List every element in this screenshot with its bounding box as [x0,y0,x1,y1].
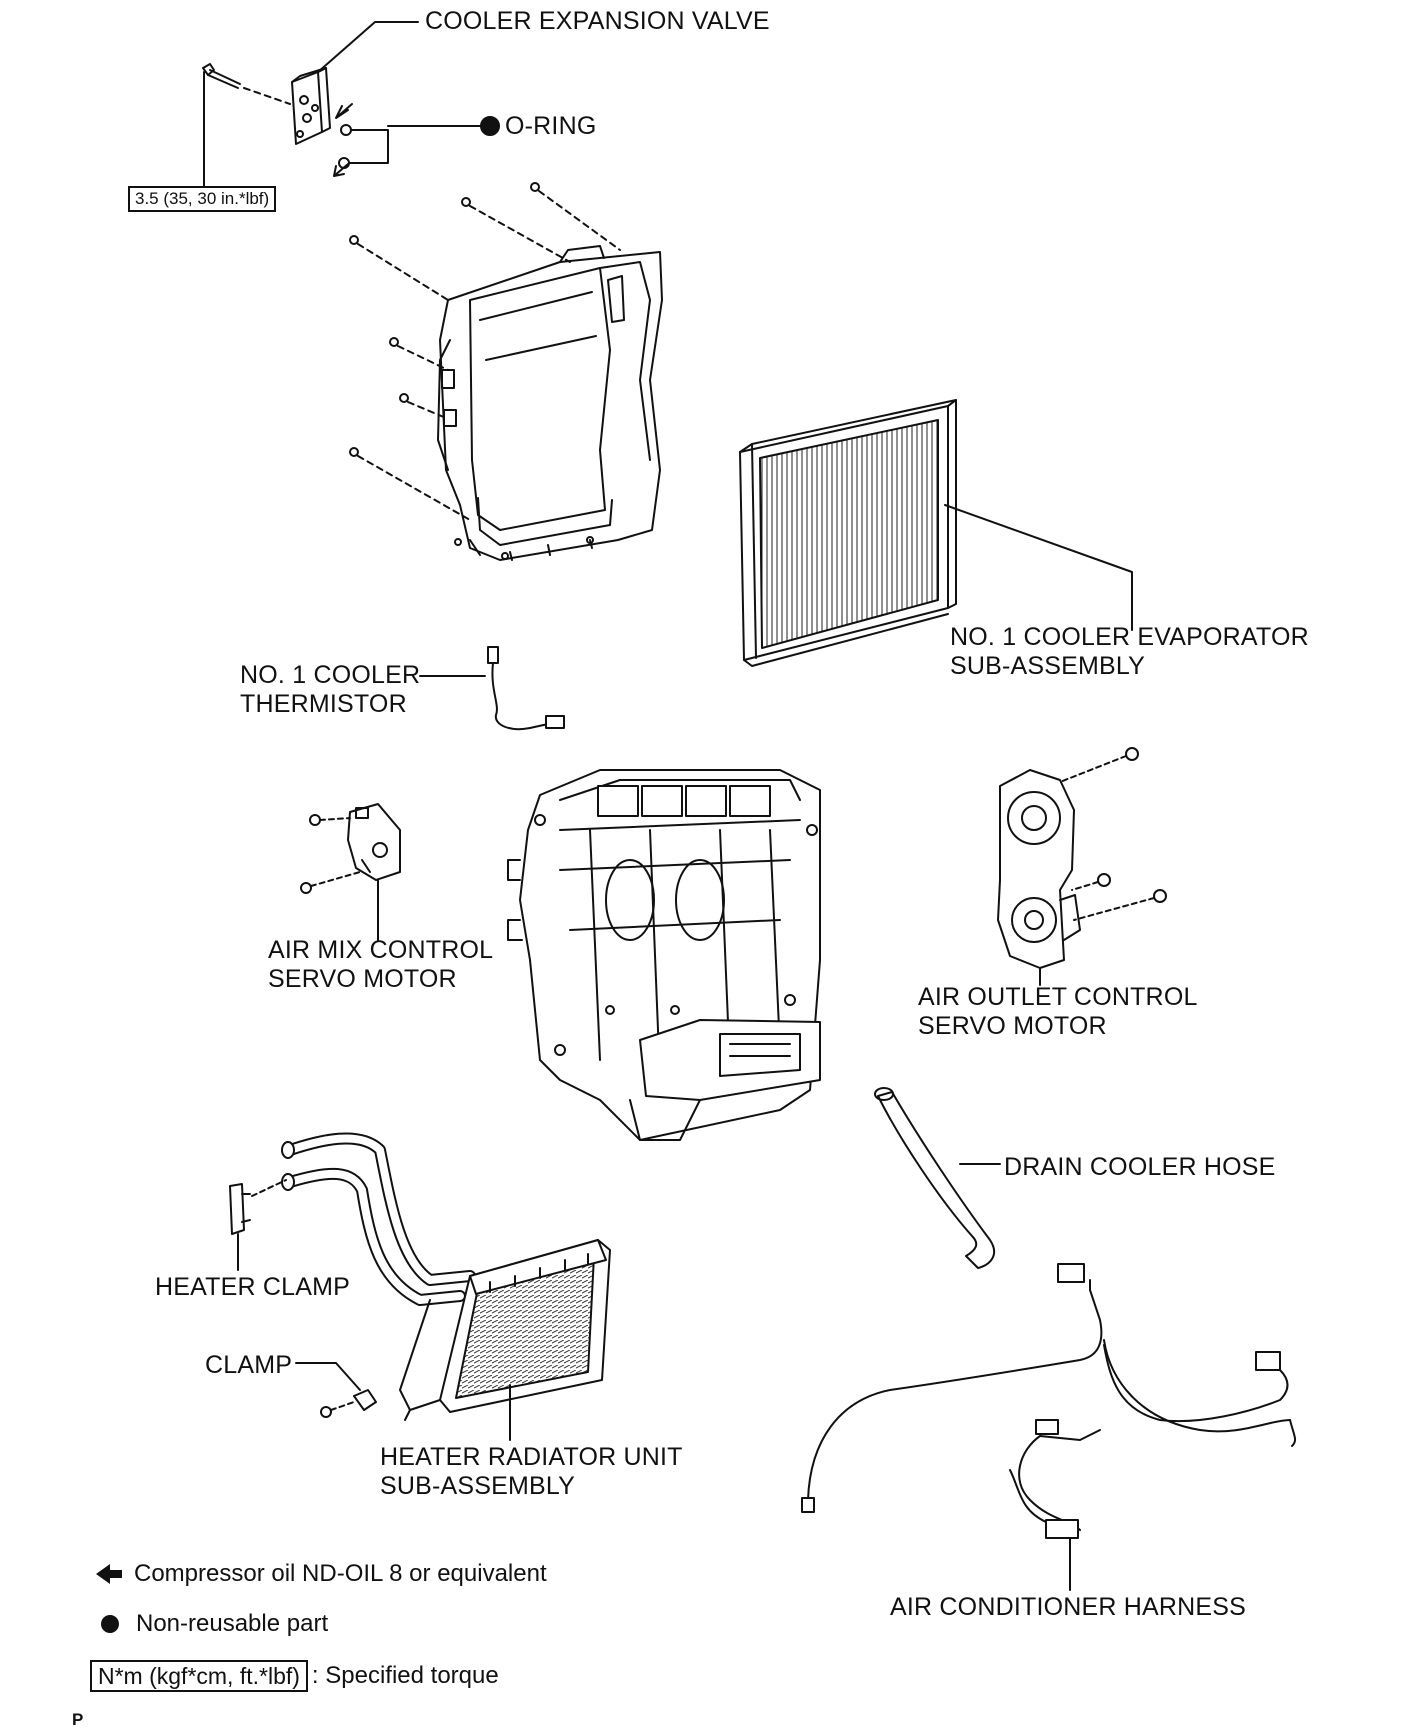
heater-unit-case [507,769,821,1141]
evaporator-case [437,245,663,561]
label-thermistor-line2: THERMISTOR [240,690,407,718]
label-air-mix-line2: SERVO MOTOR [268,965,457,993]
legend-non-reusable: Non-reusable part [136,1610,329,1637]
legend-torque: N*m (kgf*cm, ft.*lbf) : Specified torque [90,1660,499,1692]
case-screws [349,182,621,521]
label-clamp: CLAMP [205,1351,293,1379]
valve-bolt [202,63,291,105]
heater-clamp-part [229,1179,287,1235]
label-evaporator-line1: NO. 1 COOLER EVAPORATOR [950,623,1309,651]
label-heater-clamp: HEATER CLAMP [155,1273,351,1301]
label-cooler-expansion-valve: COOLER EXPANSION VALVE [425,7,770,35]
label-thermistor-line1: NO. 1 COOLER [240,661,421,689]
arrow-left-icon [96,1564,122,1584]
label-heater-radiator-line1: HEATER RADIATOR UNIT [380,1443,683,1471]
leader-evaporator [944,504,1133,631]
leader-expansion-valve [317,21,419,73]
label-air-mix-line1: AIR MIX CONTROL [268,936,494,964]
clamp-part [320,1389,377,1418]
o-ring-parts [333,103,500,177]
label-o-ring: O-RING [505,112,597,140]
label-air-outlet-line1: AIR OUTLET CONTROL [918,983,1198,1011]
air-mix-servo-motor [300,803,401,894]
drain-cooler-hose [874,1087,996,1269]
label-evaporator-line2: SUB-ASSEMBLY [950,652,1146,680]
air-outlet-servo-motor [997,747,1167,969]
label-harness: AIR CONDITIONER HARNESS [890,1593,1247,1621]
page-mark: P [72,1710,84,1729]
torque-spec-box: 3.5 (35, 30 in.*lbf) [128,186,277,212]
heater-radiator [281,1132,611,1421]
cooler-thermistor [487,646,565,731]
label-air-outlet-line2: SERVO MOTOR [918,1012,1107,1040]
cooler-expansion-valve [291,67,331,145]
filled-dot-icon [101,1615,119,1633]
legend-oil: Compressor oil ND-OIL 8 or equivalent [134,1560,547,1587]
legend-torque-desc: : Specified torque [311,1662,499,1689]
air-conditioner-harness [801,1263,1297,1539]
label-drain-hose: DRAIN COOLER HOSE [1004,1153,1276,1181]
legend-torque-unit: N*m (kgf*cm, ft.*lbf) [90,1660,308,1692]
cooler-evaporator [739,399,957,667]
leader-clamp [295,1362,361,1391]
label-heater-radiator-line2: SUB-ASSEMBLY [380,1472,576,1500]
